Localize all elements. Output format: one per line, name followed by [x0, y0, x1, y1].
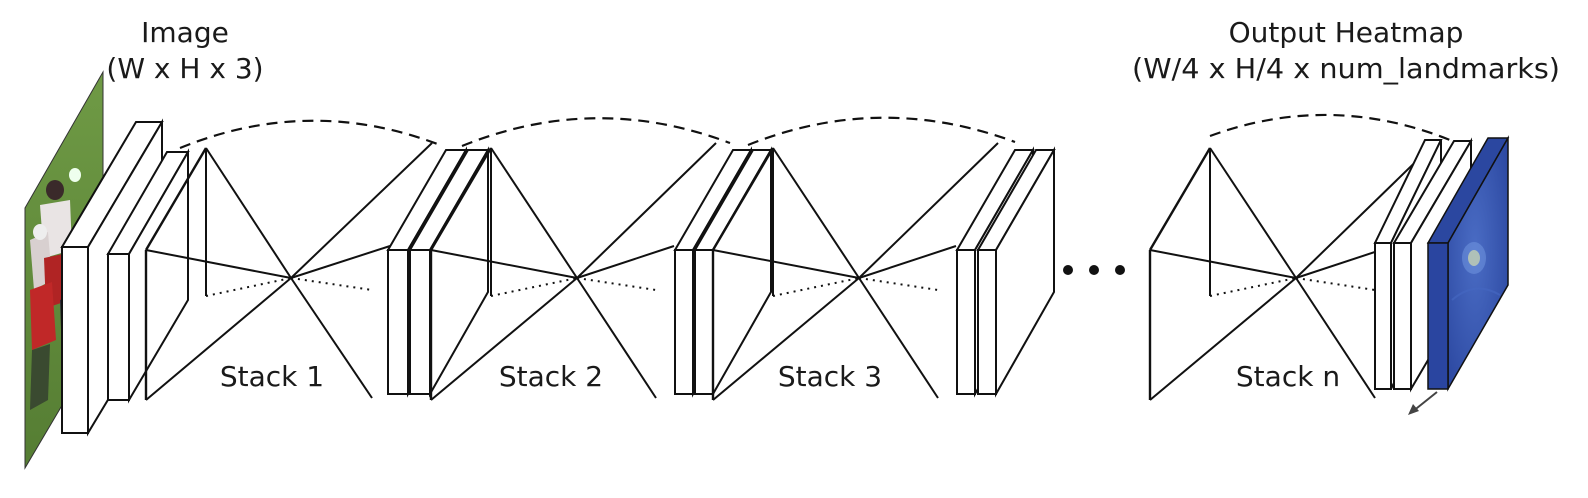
skip-arc-1: [179, 119, 441, 150]
stack-label: Stack 2: [499, 360, 603, 393]
stack-hidden-edge: [772, 277, 860, 297]
output-dimensions: (W/4 x H/4 x num_landmarks): [1132, 52, 1560, 85]
stack-3-block-2: [976, 146, 1056, 398]
stack-label: Stack 1: [220, 360, 324, 393]
stack-edge: [145, 249, 292, 279]
stack-hidden-edge: [290, 277, 373, 291]
stacks-group: Stack 1 Stack 2 Stack 3 Stack n: [144, 142, 1436, 401]
block-front: [674, 249, 694, 395]
stack-hidden-edge: [858, 277, 939, 291]
stack-edge: [429, 147, 493, 251]
stack-edge: [1209, 147, 1297, 279]
stack-edge: [205, 147, 292, 279]
stack-3: Stack 3: [711, 142, 1056, 401]
input-dimensions: (W x H x 3): [106, 52, 263, 85]
stack-edge: [576, 142, 717, 279]
stack-edge: [1295, 277, 1376, 399]
stack-edge: [290, 277, 373, 399]
stack-edge: [490, 147, 578, 279]
skip-arc-4: [1209, 113, 1451, 142]
stack-hidden-edge: [490, 277, 578, 297]
block-front: [956, 249, 976, 395]
input-title: Image: [141, 16, 229, 49]
stack-label: Stack n: [1236, 360, 1340, 393]
block-front: [409, 249, 431, 395]
stack-edge: [858, 142, 999, 279]
stack-edge: [430, 277, 578, 401]
input-block-2: [106, 148, 190, 404]
stack-edge: [711, 147, 775, 251]
stack-edge: [576, 245, 675, 279]
stack-hidden-edge: [1209, 277, 1297, 297]
stack-2: Stack 2: [429, 142, 773, 401]
stack-edge: [1149, 277, 1297, 401]
output-title: Output Heatmap: [1229, 16, 1464, 49]
stack-edge: [430, 249, 578, 279]
stack-edge: [145, 277, 292, 401]
skip-arc-3: [747, 116, 1016, 147]
stack-edge: [712, 249, 860, 279]
stack-edge: [290, 245, 391, 279]
block-front: [387, 249, 409, 395]
stack-edge: [712, 277, 860, 401]
stack-edge: [772, 147, 860, 279]
ellipsis-dots: [1063, 265, 1125, 275]
stack-label: Stack 3: [778, 360, 882, 393]
skip-arc-2: [461, 117, 731, 148]
output-heatmap: [1426, 135, 1510, 392]
stack-1: Stack 1: [144, 142, 490, 401]
stack-edge: [144, 147, 208, 251]
stack-2-block-2: [693, 146, 773, 398]
stack-edge: [1148, 147, 1212, 251]
stack-edge: [858, 245, 957, 279]
stack-4: Stack n: [1148, 142, 1436, 401]
output-arrow: [1408, 391, 1438, 415]
stack-hidden-edge: [1295, 277, 1376, 291]
stack-edge: [576, 277, 657, 399]
stack-hidden-edge: [205, 277, 292, 297]
stack-hidden-edge: [576, 277, 657, 291]
stack-1-block-2: [408, 146, 490, 398]
stack-edge: [290, 142, 433, 279]
block-front: [694, 249, 714, 395]
stack-edge: [858, 277, 939, 399]
skip-connections: [179, 113, 1451, 150]
block-front: [977, 249, 997, 395]
stack-edge: [1149, 249, 1297, 279]
